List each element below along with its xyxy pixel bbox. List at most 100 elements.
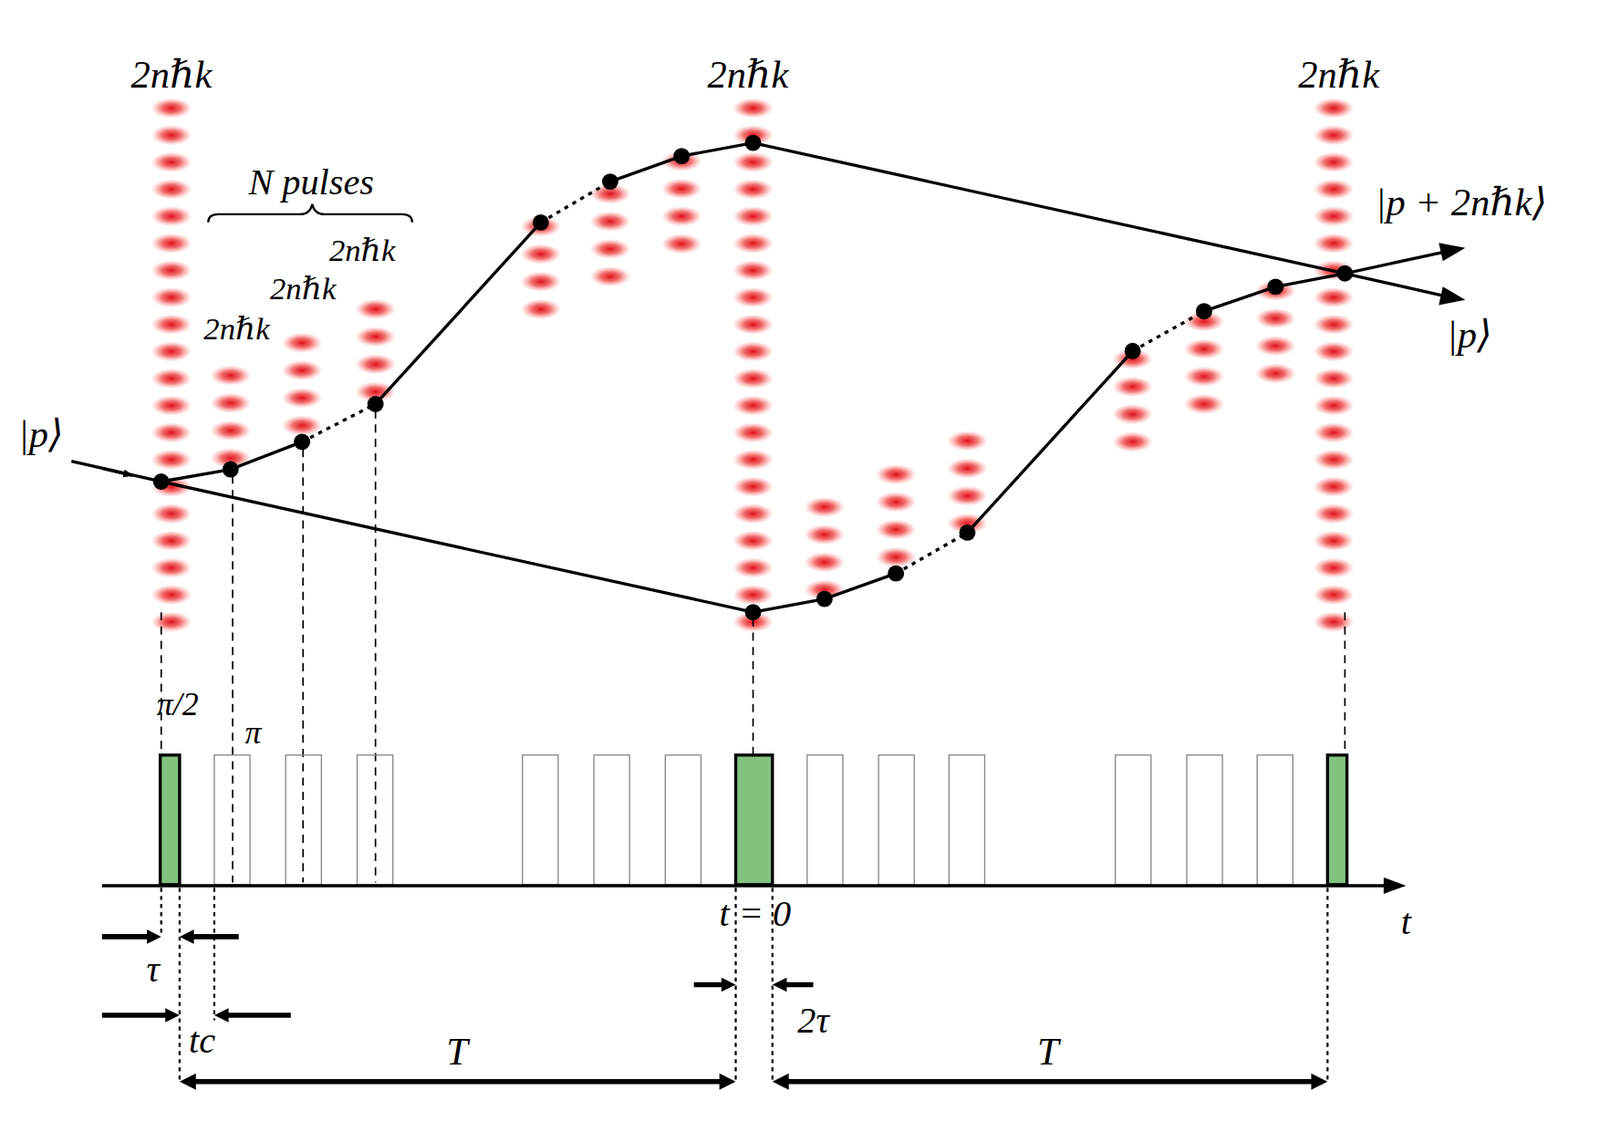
lattice-site [209,420,251,441]
lattice-site [1111,404,1154,425]
lattice-site [151,206,193,227]
math-label: |p + 2nℏk⟩ [1375,182,1548,222]
math-label: 2nℏk [1298,54,1380,94]
lattice-site [354,299,396,320]
lattice-site [151,394,193,416]
math-label: t = 0 [718,894,791,932]
lattice-site [1313,530,1355,551]
math-label: N pulses [248,163,375,200]
math-label: |p⟩ [1446,315,1493,355]
lattice-site [732,206,774,227]
lattice-site [1255,308,1297,329]
lattice-site [1313,449,1355,470]
lattice-site [732,314,774,335]
lattice-site [803,524,845,545]
lattice-site [151,259,193,281]
lattice-site [151,612,193,633]
lattice-site [1313,394,1355,416]
lattice-site [1313,233,1355,254]
lattice-site [946,430,988,451]
math-label: 2nℏk [203,312,270,345]
math-label: π/2 [156,687,199,721]
lattice-site [803,497,845,518]
lattice-site [1255,335,1297,356]
lattice-site [281,360,323,381]
math-label: |p⟩ [18,414,64,454]
lattice-site [1313,206,1355,227]
lattice-site [732,368,774,389]
lattice-site [732,341,774,362]
math-label: T [1037,1031,1060,1071]
lattice-site [151,314,193,335]
lattice-site [732,394,774,416]
math-label: 2τ [797,1001,830,1039]
lattice-site [1184,394,1226,415]
math-label: π [244,716,261,749]
optical-lattice [151,97,1355,633]
lattice-site [151,368,193,389]
lattice-site [1313,314,1355,335]
lattice-site [151,584,193,605]
lattice-site [151,178,193,199]
lattice-site [1111,431,1154,452]
lattice-site [209,393,251,414]
lattice-site [875,519,917,540]
lattice-site [732,287,774,308]
lattice-site [732,178,774,199]
lattice-site [1255,363,1297,384]
lattice-site [209,364,251,385]
lattice-site [1313,287,1355,308]
math-label: t [1401,903,1412,940]
lattice-site [1313,178,1355,199]
lattice-site [281,332,323,354]
lattice-site [1313,584,1355,605]
lattice-site [732,259,774,281]
lattice-site [1313,368,1355,389]
math-label: 2nℏk [329,234,395,267]
math-label: 2nℏk [131,54,213,94]
lattice-site [151,422,193,443]
lattice-site [590,211,632,232]
lattice-site [1313,503,1355,524]
lattice-site [732,530,774,551]
math-label: 2nℏk [707,54,790,94]
lattice-site [661,178,703,199]
lattice-site [151,341,193,362]
lattice-site [151,287,193,308]
lattice-site [803,551,845,572]
lattice-site [590,266,632,287]
lattice-site [732,503,774,524]
lattice-site [590,238,632,260]
lattice-site [1184,338,1226,359]
lattice-site [1313,612,1355,633]
lattice-site [151,503,193,524]
lattice-site [1313,124,1355,146]
lattice-site [732,233,774,254]
lattice-site [151,97,193,118]
lattice-site [875,491,917,512]
lattice-site [875,464,917,485]
math-label: τ [146,951,160,988]
lattice-site [661,233,703,254]
lattice-site [1313,422,1355,443]
math-label: T [446,1031,468,1071]
lattice-site [732,97,774,118]
lattice-site [519,243,562,264]
lattice-site [1184,366,1226,387]
lattice-site [732,557,774,578]
lattice-site [732,476,774,497]
lattice-site [732,584,774,605]
lattice-site [151,233,193,254]
lattice-site [151,152,193,173]
lattice-site [519,299,562,320]
lattice-site [1313,152,1355,173]
lattice-site [354,353,396,375]
math-label: tc [188,1022,216,1060]
lattice-site [1111,376,1154,397]
lattice-site [732,449,774,470]
lattice-site [281,415,323,436]
lattice-site [1313,476,1355,497]
lattice-site [519,271,562,292]
lattice-site [732,422,774,443]
lattice-site [151,557,193,578]
